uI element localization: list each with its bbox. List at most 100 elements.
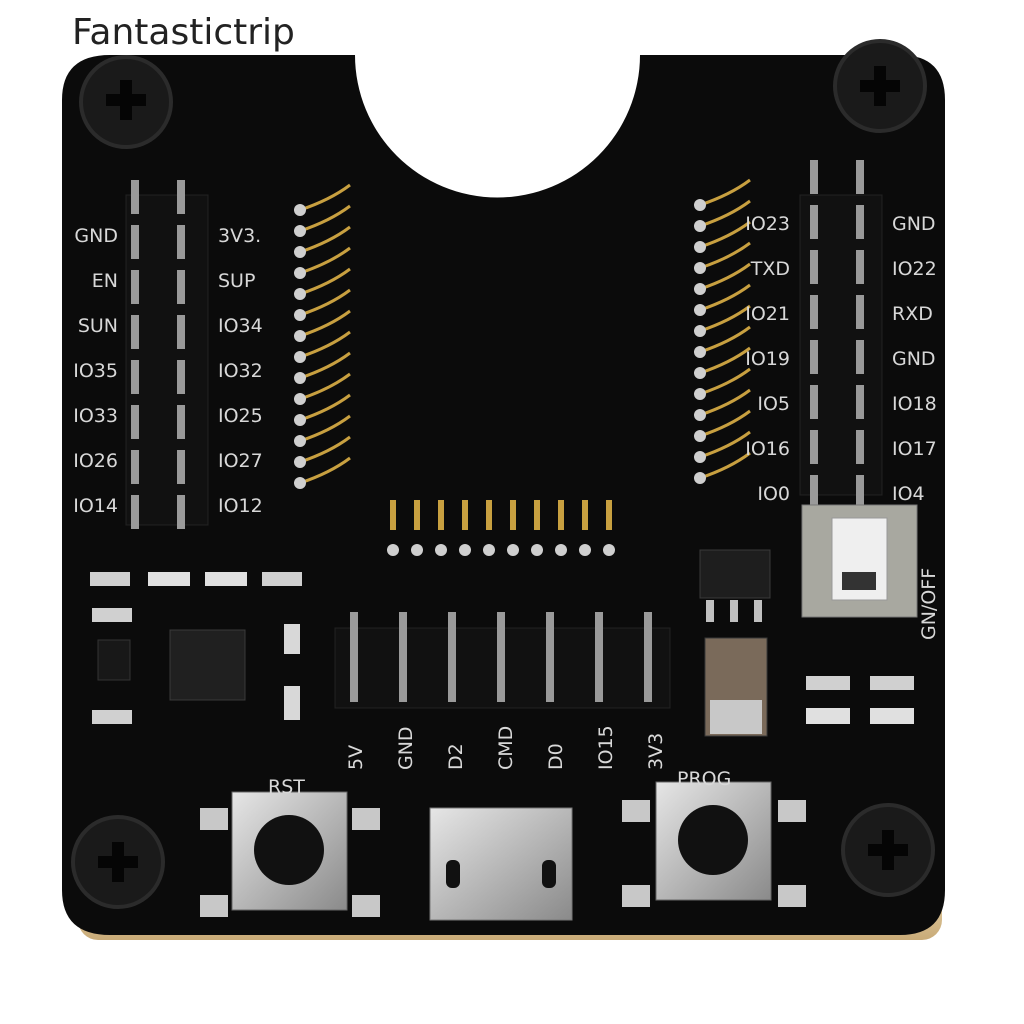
header-pin	[177, 315, 185, 349]
prog-button[interactable]	[622, 781, 806, 907]
header-pin	[856, 430, 864, 464]
pogo-pin-row-bottom	[387, 500, 615, 556]
screw-icon	[833, 39, 927, 133]
pin-label: IO17	[892, 438, 937, 460]
header-pin	[177, 225, 185, 259]
pin-label: IO32	[218, 360, 263, 382]
header-pin	[131, 315, 139, 349]
pogo-pin-row-right	[694, 178, 751, 484]
header-pin	[810, 430, 818, 464]
header-pin	[177, 180, 185, 214]
header-pin	[856, 340, 864, 374]
pogo-pin	[558, 500, 564, 530]
rst-label: RST	[268, 776, 305, 798]
header-pin	[810, 160, 818, 194]
pin-label: RXD	[892, 303, 933, 325]
header-pin	[644, 612, 652, 702]
pin-label: IO14	[73, 495, 118, 517]
smd-resistor	[262, 572, 302, 586]
header-pin	[177, 270, 185, 304]
rst-button[interactable]	[200, 791, 380, 917]
pogo-pin-tip	[694, 199, 706, 211]
pin-label: TXD	[750, 258, 790, 280]
pogo-pin	[534, 500, 540, 530]
smd-capacitor	[284, 686, 300, 720]
header-pin	[131, 495, 139, 529]
header-pin	[131, 270, 139, 304]
power-switch[interactable]	[801, 504, 918, 618]
header-pin	[177, 450, 185, 484]
screw-icon	[79, 55, 173, 149]
pogo-pin-row-left	[294, 183, 351, 489]
header-pin	[856, 295, 864, 329]
header-pin	[810, 385, 818, 419]
pogo-pin-tip	[294, 330, 306, 342]
header-pin	[856, 475, 864, 509]
header-pin	[448, 612, 456, 702]
pin-label: 3V3.	[218, 225, 261, 247]
header-pin	[810, 250, 818, 284]
led	[205, 572, 247, 586]
pin-label: IO33	[73, 405, 118, 427]
smd-resistor	[806, 676, 850, 690]
pogo-pin-tip	[694, 409, 706, 421]
header-pin	[177, 495, 185, 529]
pin-label: IO12	[218, 495, 263, 517]
watermark-text: Fantastictrip	[72, 12, 295, 53]
pin-label: IO35	[73, 360, 118, 382]
pin-label: IO16	[745, 438, 790, 460]
pogo-pin-tip	[694, 430, 706, 442]
pin-label: IO18	[892, 393, 937, 415]
pin-label: IO26	[73, 450, 118, 472]
pin-label: IO25	[218, 405, 263, 427]
header-pin	[131, 450, 139, 484]
header-pin	[131, 360, 139, 394]
header-pin	[810, 205, 818, 239]
pin-label: IO15	[595, 725, 617, 770]
pogo-pin-tip	[294, 414, 306, 426]
pogo-pin-tip	[294, 477, 306, 489]
pogo-pin-tip	[694, 367, 706, 379]
header-pin	[131, 405, 139, 439]
led	[148, 572, 190, 586]
pin-label: GND	[892, 213, 936, 235]
header-pin	[810, 475, 818, 509]
pogo-pin-tip	[694, 346, 706, 358]
pogo-pin-tip	[483, 544, 495, 556]
pin-label: 3V3	[645, 733, 667, 770]
header-pin	[399, 612, 407, 702]
pin-label: IO19	[745, 348, 790, 370]
pogo-pin	[390, 500, 396, 530]
pogo-pin-tip	[459, 544, 471, 556]
pogo-pin-tip	[507, 544, 519, 556]
smd-resistor	[92, 608, 132, 622]
header-pin	[177, 360, 185, 394]
pin-label: GND	[892, 348, 936, 370]
smd-resistor	[92, 710, 132, 724]
pogo-pin-tip	[694, 304, 706, 316]
pogo-pin-tip	[694, 388, 706, 400]
pogo-pin-tip	[294, 435, 306, 447]
pin-label: IO0	[757, 483, 790, 505]
smd-capacitor	[284, 624, 300, 654]
header-pin	[131, 225, 139, 259]
left-pin-header	[125, 180, 209, 529]
pogo-pin	[606, 500, 612, 530]
micro-usb-port[interactable]	[429, 807, 573, 921]
pin-label: D2	[445, 743, 467, 770]
screw-icon	[71, 815, 165, 909]
pin-label: GND	[74, 225, 118, 247]
smd-ic	[97, 639, 131, 681]
led	[870, 708, 914, 724]
screw-icon	[841, 803, 935, 897]
header-pin	[131, 180, 139, 214]
pogo-pin-tip	[694, 262, 706, 274]
pogo-pin-tip	[694, 241, 706, 253]
header-pin	[856, 385, 864, 419]
pogo-pin	[438, 500, 444, 530]
pin-label: IO23	[745, 213, 790, 235]
pogo-pin-tip	[294, 288, 306, 300]
pin-label: IO22	[892, 258, 937, 280]
smd-resistor	[90, 572, 130, 586]
